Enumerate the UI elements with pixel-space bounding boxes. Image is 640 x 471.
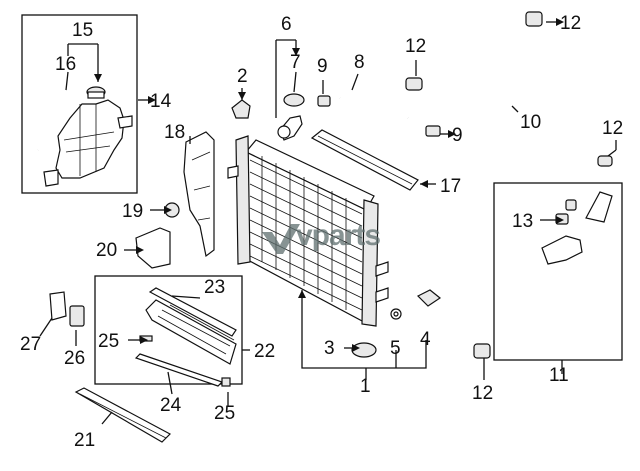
watermark-text: vparts	[296, 219, 380, 252]
clamp-12-top	[525, 11, 543, 27]
bypass-hose	[339, 95, 409, 121]
bracket-26	[69, 305, 85, 327]
reservoir-hose	[36, 89, 68, 151]
grille-shutter	[145, 299, 237, 365]
callout-10: 10	[520, 112, 541, 133]
clamp-12-lower	[473, 343, 491, 359]
bracket-27	[49, 291, 67, 321]
callout-25a: 25	[98, 331, 119, 352]
callout-5: 5	[390, 338, 401, 359]
thermostat-housing	[277, 115, 303, 141]
callout-25b: 25	[214, 403, 235, 424]
air-guide-18	[183, 131, 215, 258]
callout-24: 24	[160, 395, 182, 416]
callout-18: 18	[164, 122, 185, 143]
callout-15: 15	[72, 20, 93, 41]
callout-11: 11	[549, 365, 569, 386]
callout-9a: 9	[317, 56, 328, 77]
callout-19: 19	[122, 201, 143, 222]
shutter-seal-23	[148, 287, 237, 337]
callout-23: 23	[204, 277, 225, 298]
callout-7: 7	[290, 52, 301, 73]
clamp-9a	[317, 95, 331, 107]
thermostat-gasket	[283, 93, 305, 107]
callout-12c: 12	[602, 118, 623, 139]
upper-support	[310, 129, 419, 191]
callout-20: 20	[96, 240, 117, 261]
callout-16: 16	[55, 54, 76, 75]
callout-13: 13	[512, 211, 533, 232]
reservoir-group-frame	[21, 14, 138, 194]
callout-4: 4	[420, 329, 431, 350]
drain-plug-4	[416, 289, 442, 307]
clamp-9b	[425, 125, 441, 137]
washer-5	[390, 308, 402, 320]
callout-6: 6	[281, 14, 292, 35]
callout-12a: 12	[405, 36, 426, 57]
shutter-group-frame	[94, 275, 243, 385]
callout-labels: 1 2 3 4 5 6 7 8 9 9 10 11 12 12 12 12 13…	[20, 13, 623, 451]
clamp-12-upper	[405, 77, 423, 91]
air-guide-20	[135, 227, 171, 269]
reservoir-tank	[43, 99, 133, 187]
callout-12d: 12	[472, 383, 493, 404]
lower-radiator-hose	[500, 252, 542, 348]
callout-14: 14	[150, 91, 172, 112]
callout-8: 8	[354, 52, 365, 73]
callout-3: 3	[324, 338, 335, 359]
callout-2: 2	[237, 66, 248, 87]
callout-27: 27	[20, 334, 41, 355]
callout-17: 17	[440, 176, 461, 197]
hose-joint	[541, 191, 613, 265]
leader-lines	[39, 21, 617, 425]
radiator	[227, 135, 389, 327]
callout-26: 26	[64, 348, 85, 369]
vparts-watermark: vparts	[262, 219, 381, 254]
clip-25b	[221, 377, 231, 387]
callout-22: 22	[254, 341, 275, 362]
callout-21: 21	[74, 430, 95, 451]
upper-radiator-hose	[426, 26, 528, 100]
callout-1: 1	[360, 376, 371, 397]
radiator-cap	[231, 99, 251, 119]
reservoir-cap	[86, 86, 106, 99]
arrowheads	[94, 18, 564, 352]
hose-group-frame	[493, 182, 623, 361]
callout-12b: 12	[560, 13, 581, 34]
lower-support-21	[74, 387, 171, 443]
clamp-12-right	[597, 155, 613, 167]
shutter-strip-24	[134, 353, 224, 387]
callout-9b: 9	[452, 125, 463, 146]
